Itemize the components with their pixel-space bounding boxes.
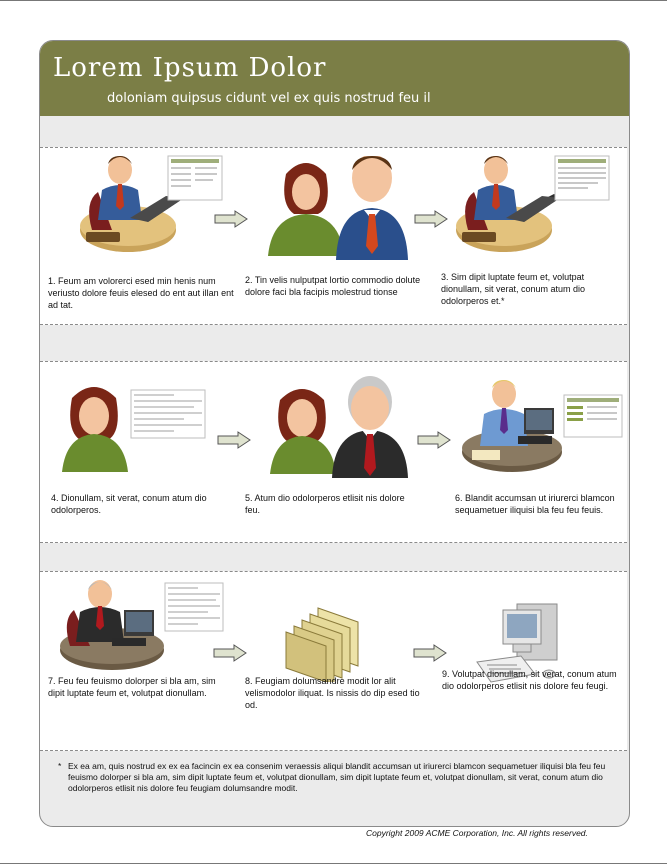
arrow-icon: [417, 431, 451, 449]
step-number: 1.: [48, 276, 56, 286]
step-caption-1: 1. Feum am volorerci esed min henis num …: [48, 275, 234, 311]
step-caption-5: 5. Atum dio odolorperos etlisit nis dolo…: [245, 492, 405, 516]
step-number: 8.: [245, 676, 253, 686]
step-caption-6: 6. Blandit accumsan ut iriurerci blamcon…: [455, 492, 625, 516]
document-icon: [554, 155, 610, 201]
step-text: Feugiam dolumsandre modit lor alit velis…: [245, 676, 420, 710]
step-text: Blandit accumsan ut iriurerci blamcon se…: [455, 493, 615, 515]
row-panel-2: 4. Dionullam, sit verat, conum atum dio …: [40, 361, 627, 543]
step-caption-3: 3. Sim dipit luptate feum et, volutpat d…: [441, 271, 619, 307]
step-caption-7: 7. Feu feu feuismo dolorper si bla am, s…: [48, 675, 224, 699]
step-caption-2: 2. Tin velis nulputpat lortio commodio d…: [245, 274, 425, 298]
row-panel-1: 1. Feum am volorerci esed min henis num …: [40, 147, 627, 325]
footnote: * Ex ea am, quis nostrud ex ex ea facinc…: [56, 761, 616, 794]
computer-icon: [473, 600, 569, 690]
document-icon: [164, 582, 224, 632]
page-subtitle: doloniam quipsus cidunt vel ex quis nost…: [107, 91, 431, 106]
step-caption-4: 4. Dionullam, sit verat, conum atum dio …: [51, 492, 231, 516]
woman-icon: [60, 384, 130, 474]
step-number: 6.: [455, 493, 463, 503]
woman-icon: [268, 386, 338, 476]
step-number: 9.: [442, 669, 450, 679]
step-text: Tin velis nulputpat lortio commodio dolu…: [245, 275, 421, 297]
arrow-icon: [213, 644, 247, 662]
step-number: 2.: [245, 275, 253, 285]
step-number: 4.: [51, 493, 59, 503]
step-number: 3.: [441, 272, 449, 282]
arrow-icon: [414, 210, 448, 228]
arrow-icon: [217, 431, 251, 449]
footnote-text: Ex ea am, quis nostrud ex ex ea facincin…: [68, 761, 606, 793]
document-icon: [130, 389, 206, 439]
page-bottom-rule: [0, 863, 667, 864]
step-number: 7.: [48, 676, 56, 686]
row-panel-3: 7. Feu feu feuismo dolorper si bla am, s…: [40, 571, 627, 751]
step-text: Volutpat dionullam, sit verat, conum atu…: [442, 669, 617, 691]
folders-icon: [284, 606, 364, 682]
man-at-desk-icon: [456, 152, 566, 262]
copyright-notice: Copyright 2009 ACME Corporation, Inc. Al…: [366, 828, 588, 838]
step-number: 5.: [245, 493, 253, 503]
step-text: Feu feu feuismo dolorper si bla am, sim …: [48, 676, 216, 698]
footnote-marker: *: [58, 761, 62, 771]
page-top-rule: [0, 0, 667, 1]
step-text: Sim dipit luptate feum et, volutpat dion…: [441, 272, 586, 306]
man-at-desk-icon: [80, 152, 190, 262]
document-icon: [563, 394, 623, 438]
two-people-icon: [264, 156, 414, 266]
header-banner: Lorem Ipsum Dolor doloniam quipsus cidun…: [40, 41, 629, 116]
arrow-icon: [214, 210, 248, 228]
man-at-desk-icon: [460, 378, 570, 478]
step-caption-9: 9. Volutpat dionullam, sit verat, conum …: [442, 668, 618, 692]
arrow-icon: [413, 644, 447, 662]
step-text: Dionullam, sit verat, conum atum dio odo…: [51, 493, 207, 515]
man-older-icon: [330, 374, 410, 478]
step-text: Atum dio odolorperos etlisit nis dolore …: [245, 493, 405, 515]
flow-card: Lorem Ipsum Dolor doloniam quipsus cidun…: [39, 40, 630, 827]
step-caption-8: 8. Feugiam dolumsandre modit lor alit ve…: [245, 675, 421, 711]
man-older-at-desk-icon: [58, 578, 168, 672]
document-icon: [167, 155, 223, 201]
page-title: Lorem Ipsum Dolor: [53, 53, 327, 83]
step-text: Feum am volorerci esed min henis num ver…: [48, 276, 234, 310]
